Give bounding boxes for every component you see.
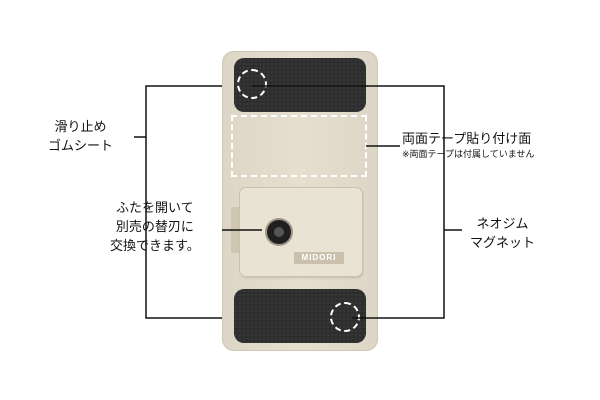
label-magnet-line2: マグネット <box>470 236 536 251</box>
label-non-slip-line1: 滑り止め <box>54 120 107 135</box>
leader-non-slip <box>145 85 222 319</box>
label-blade-line1: ふたを開いて <box>116 201 194 216</box>
brand-label: MIDORI <box>294 252 344 264</box>
label-tape-note: ※両面テープは付属していません <box>402 150 535 160</box>
label-non-slip: 滑り止め ゴムシート <box>48 118 113 156</box>
knob-icon <box>267 220 291 244</box>
label-blade: ふたを開いて 別売の替刃に 交換できます。 <box>110 199 200 256</box>
label-non-slip-line2: ゴムシート <box>48 139 114 154</box>
magnet-marker-top <box>237 69 267 99</box>
label-magnet: ネオジム マグネット <box>470 215 535 253</box>
label-magnet-line1: ネオジム <box>476 217 529 232</box>
magnet-marker-bottom <box>330 302 360 332</box>
leader-magnet <box>252 85 445 319</box>
label-blade-line3: 交換できます。 <box>110 239 200 254</box>
label-tape: 両面テープ貼り付け面 ※両面テープは付属していません <box>402 130 534 161</box>
blade-cover: MIDORI <box>240 188 362 276</box>
label-blade-line2: 別売の替刃に <box>115 220 194 235</box>
knob-center <box>274 227 284 237</box>
label-tape-title: 両面テープ貼り付け面 <box>402 132 532 147</box>
